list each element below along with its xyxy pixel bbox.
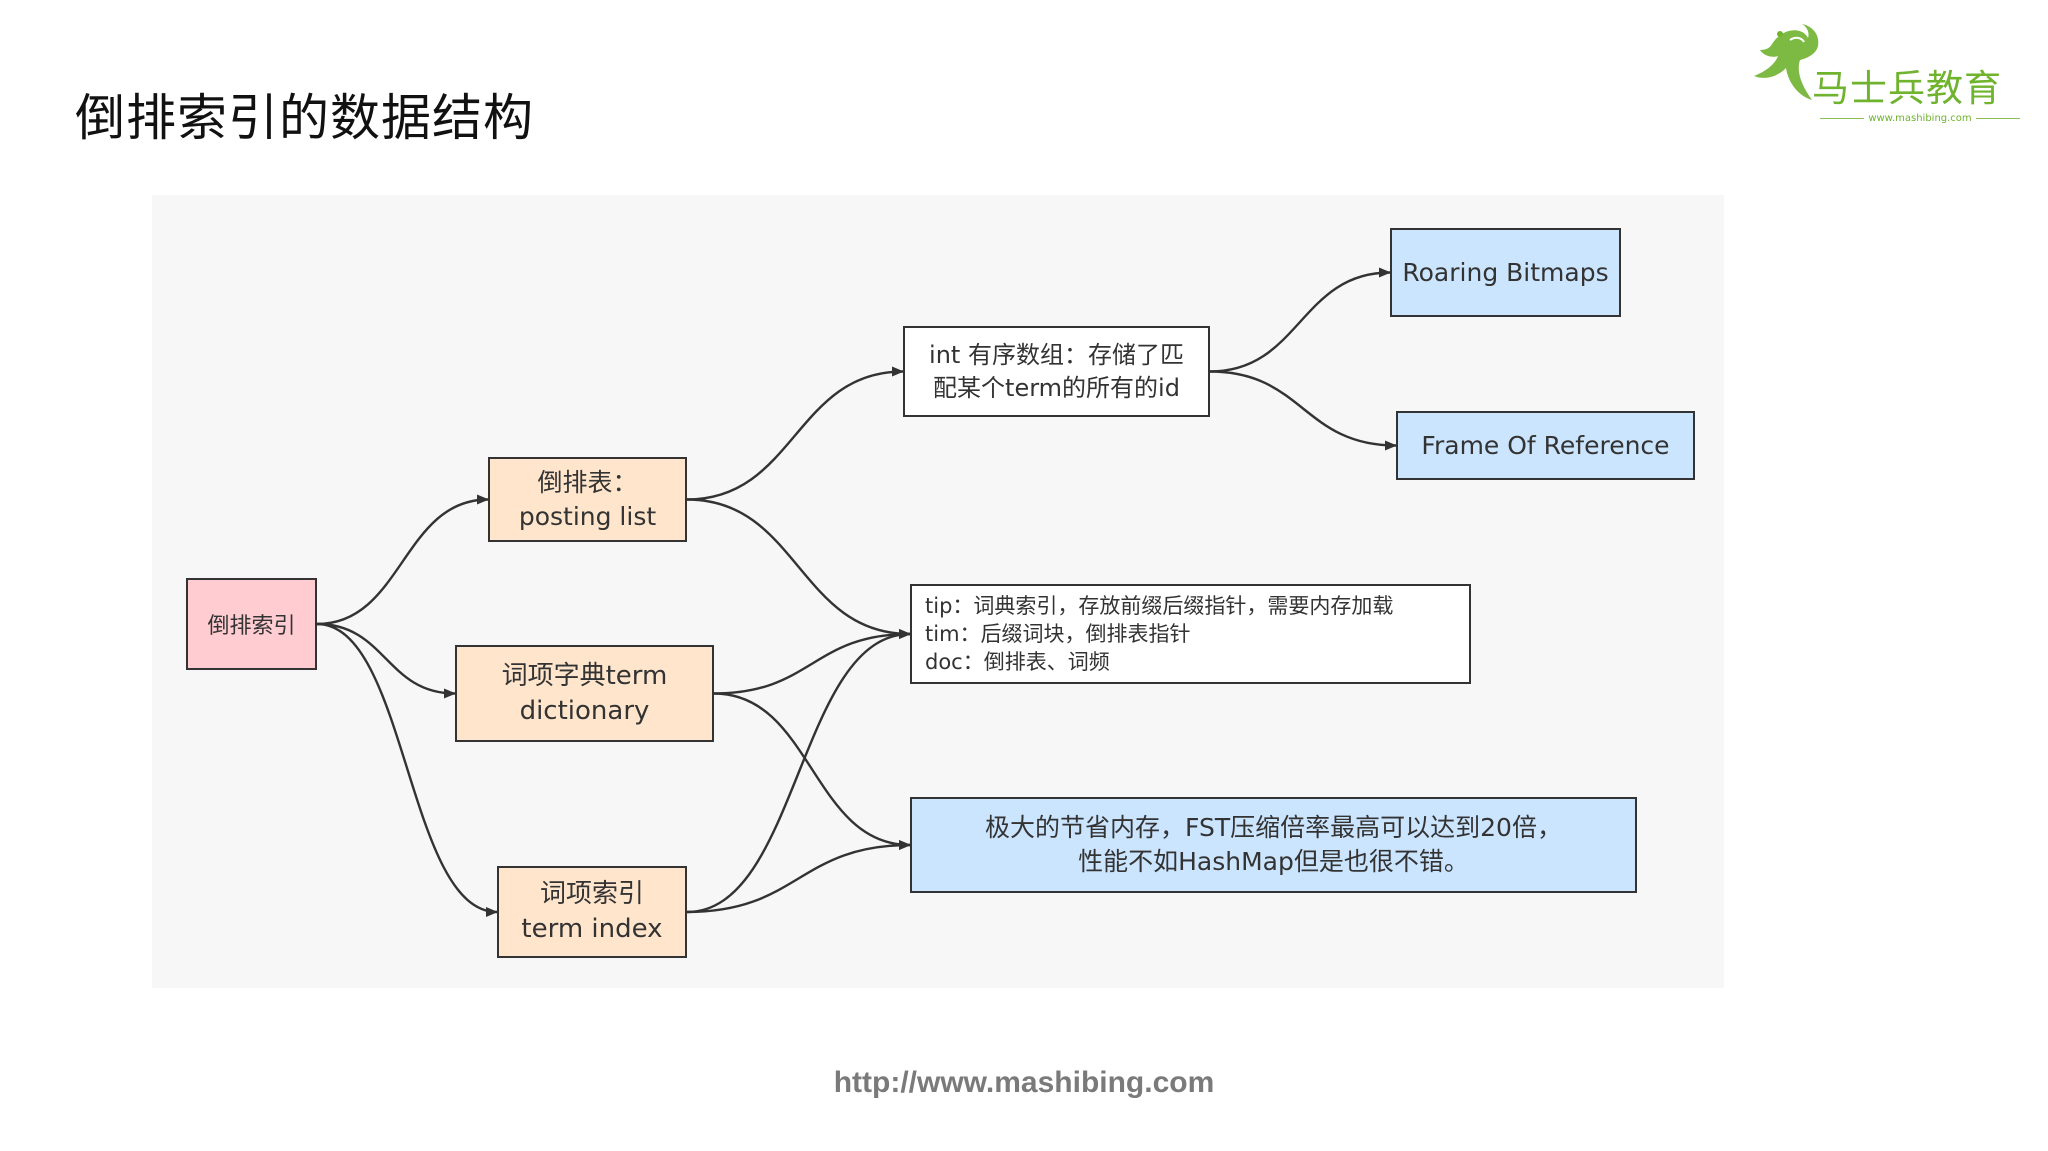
- logo-url-text: www.mashibing.com: [1868, 112, 1972, 124]
- node-label: 词项索引 term index: [521, 879, 663, 944]
- node-roaring-bitmaps: Roaring Bitmaps: [1390, 228, 1621, 317]
- edge-index-to-fst: [686, 840, 911, 914]
- logo-brand-text: 马士兵教育: [1812, 67, 2002, 110]
- node-frame-of-reference: Frame Of Reference: [1396, 411, 1695, 480]
- edge-root-to-index: [316, 622, 498, 917]
- edge-dictionary-to-tip: [713, 629, 911, 695]
- node-inverted-index: 倒排索引: [186, 578, 317, 670]
- slide-title: 倒排索引的数据结构: [75, 89, 534, 147]
- horse-logo-icon: [1754, 24, 1819, 100]
- divider: [1975, 117, 2020, 119]
- edge-root-to-dictionary: [316, 622, 456, 699]
- edge-posting-to-int_array: [686, 366, 904, 501]
- node-label: 倒排索引: [207, 614, 296, 639]
- node-label: int 有序数组：存储了匹 配某个term的所有的id: [929, 340, 1184, 402]
- edge-root-to-posting: [316, 494, 489, 626]
- edge-index-to-tip: [686, 629, 911, 914]
- node-int-sorted-array: int 有序数组：存储了匹 配某个term的所有的id: [903, 326, 1210, 417]
- node-label: tip：词典索引，存放前缀后缀指针，需要内存加载 tim：后缀词块，倒排表指针 …: [925, 594, 1394, 674]
- edge-dictionary-to-fst: [713, 692, 911, 850]
- divider: [1820, 117, 1865, 119]
- edge-int_array-to-for: [1209, 370, 1397, 451]
- node-label: 极大的节省内存，FST压缩倍率最高可以达到20倍， 性能不如HashMap但是也…: [985, 813, 1562, 876]
- edge-posting-to-tip: [686, 498, 911, 639]
- footer-url[interactable]: http://www.mashibing.com: [833, 1066, 1215, 1099]
- node-label: Frame Of Reference: [1421, 431, 1670, 460]
- node-term-dictionary: 词项字典term dictionary: [455, 645, 714, 742]
- logo-url-row: www.mashibing.com: [1820, 110, 2020, 126]
- node-fst-memory-note: 极大的节省内存，FST压缩倍率最高可以达到20倍， 性能不如HashMap但是也…: [910, 797, 1637, 893]
- edge-int_array-to-roaring: [1209, 267, 1391, 373]
- mashibing-logo: 马士兵教育 www.mashibing.com: [1750, 20, 2040, 130]
- node-label: 倒排表： posting list: [518, 467, 657, 531]
- node-label: 词项字典term dictionary: [501, 660, 668, 726]
- node-term-index: 词项索引 term index: [497, 866, 687, 958]
- node-tip-tim-doc-files: tip：词典索引，存放前缀后缀指针，需要内存加载 tim：后缀词块，倒排表指针 …: [910, 584, 1471, 684]
- node-label: Roaring Bitmaps: [1402, 258, 1609, 287]
- node-posting-list: 倒排表： posting list: [488, 457, 687, 542]
